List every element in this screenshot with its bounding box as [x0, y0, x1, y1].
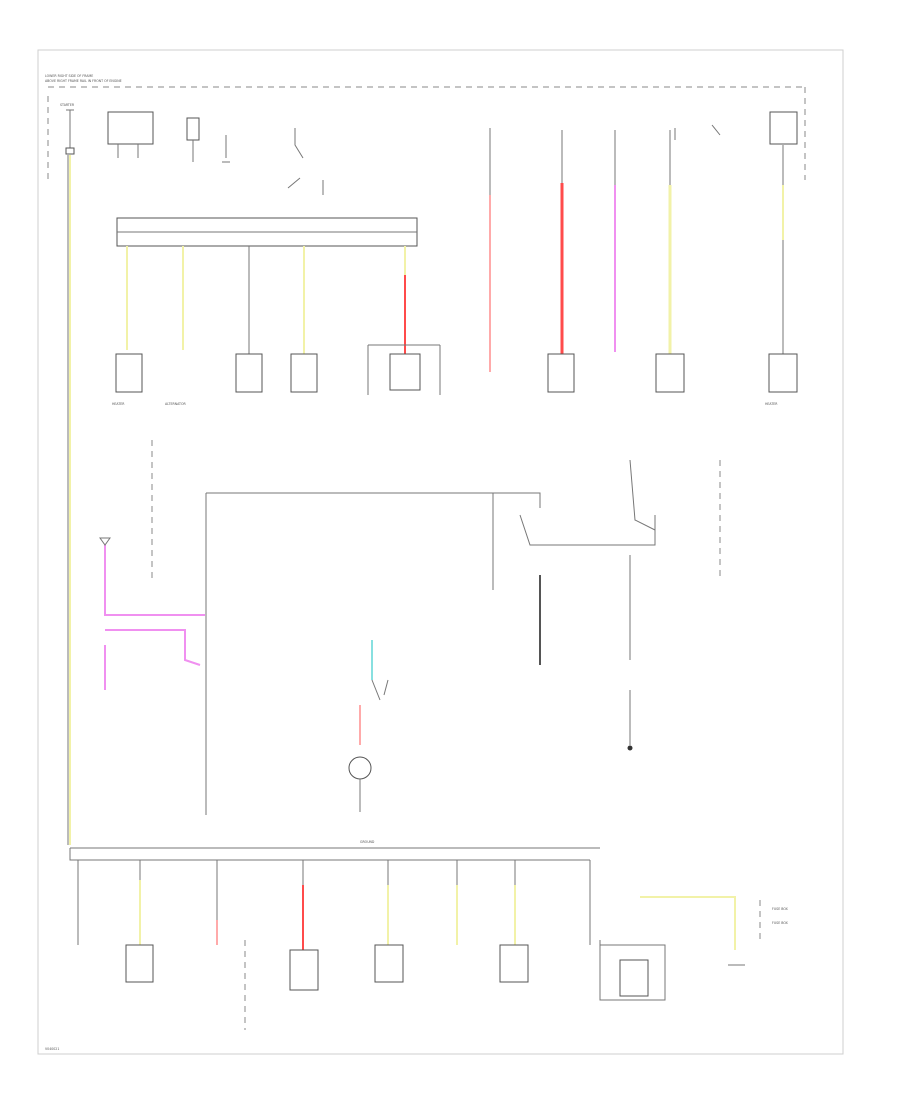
fuel-pump-relay-switch: [674, 124, 721, 140]
ac-module: [235, 353, 263, 393]
airbag-module-bracket: [367, 344, 441, 395]
fuse-box-border: [47, 86, 806, 180]
header-line-2: ABOVE RIGHT FRAME RAIL IN FRONT OF ENGIN…: [45, 79, 122, 83]
fuel-pump-relay: [769, 111, 798, 145]
transmission-module-box: [599, 940, 666, 1001]
footer-code: V040021: [45, 1047, 59, 1051]
fuse-center-pink-wire: [104, 545, 205, 690]
tail-light-unit: [125, 944, 154, 983]
top-switch-b: [287, 128, 304, 189]
heater-3-label: HEATER: [765, 402, 778, 406]
header-line-1: LOWER RIGHT SIDE OF FRAME: [45, 74, 93, 78]
ecm: [547, 353, 575, 393]
air-flow-sensor: [289, 949, 319, 991]
airbag-control-module: [389, 353, 421, 391]
heater-3: [768, 353, 798, 393]
heater-1: [115, 353, 143, 393]
starter-motor-terminal: [65, 147, 75, 155]
knock-sensor-lower: [374, 944, 404, 983]
lower-right-separator: [244, 900, 761, 1030]
sensor-circle: [348, 756, 372, 780]
legend-item-2: FUSE BOX: [772, 921, 789, 925]
ignition-switch: [186, 117, 200, 141]
ground-bus: [69, 848, 590, 861]
alternator-label: ALTERNATOR: [165, 402, 186, 406]
middle-top-bus: [206, 492, 541, 508]
powertrain-control-unit: [655, 353, 685, 393]
transmission-control-module: [619, 959, 649, 997]
fuse-center-connector: [99, 537, 111, 546]
starter-motor-label: STARTER: [60, 103, 75, 107]
main-relay-link: [629, 459, 656, 531]
diagram-frame: [37, 49, 844, 1055]
alternator-relay: [107, 111, 154, 145]
ground-label: GROUND: [360, 840, 375, 844]
legend-item-1: FUSE BOX: [772, 907, 789, 911]
blower-motor-unit: [499, 944, 529, 983]
radiator-fan-yellow-wire: [640, 896, 736, 950]
heater-1-label: HEATER: [112, 402, 125, 406]
top-switch-a: [222, 135, 230, 163]
starter-motor-fuse: [66, 109, 74, 150]
speed-sensor-ground: [627, 745, 633, 751]
knock-sensor-switch: [371, 679, 389, 701]
alternator-relay-pins: [117, 144, 139, 158]
brake-switch: [290, 353, 318, 393]
